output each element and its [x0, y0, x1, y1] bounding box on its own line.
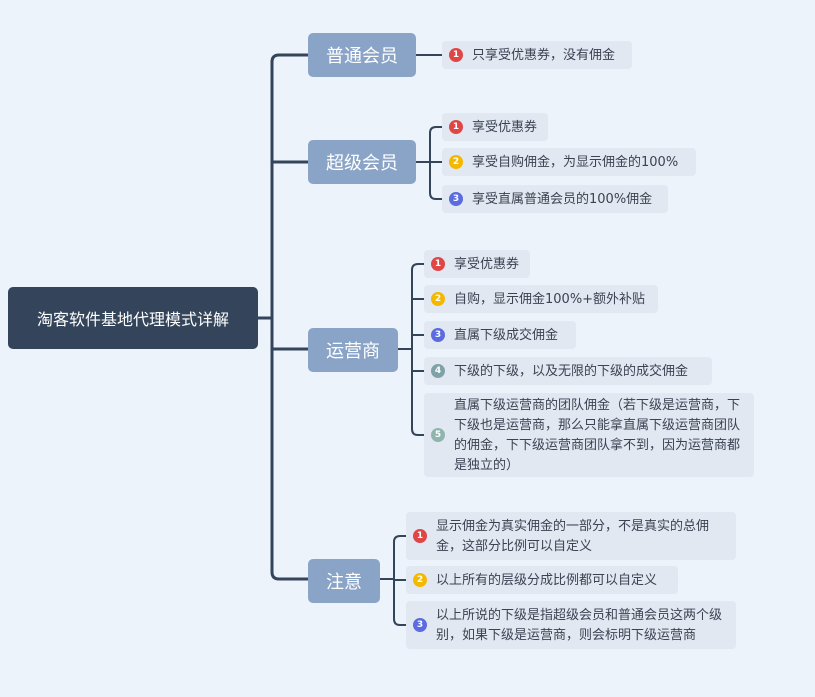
leaf-item[interactable]: 1 显示佣金为真实佣金的一部分，不是真实的总佣金，这部分比例可以自定义 [406, 512, 736, 560]
leaf-text: 以上所说的下级是指超级会员和普通会员这两个级别，如果下级是运营商，则会标明下级运… [436, 608, 723, 643]
leaf-item[interactable]: 2 以上所有的层级分成比例都可以自定义 [406, 566, 678, 594]
branch-super-member[interactable]: 超级会员 [308, 140, 416, 184]
leaf-text: 直属下级成交佣金 [454, 328, 559, 343]
number-1-icon: 1 [431, 257, 445, 271]
branch-operator[interactable]: 运营商 [308, 328, 398, 372]
leaf-text: 享受优惠券 [454, 257, 520, 272]
number-2-icon: 2 [431, 292, 445, 306]
number-4-icon: 4 [431, 364, 445, 378]
number-5-icon: 5 [431, 428, 445, 442]
leaf-item[interactable]: 2 自购，显示佣金100%+额外补贴 [424, 285, 658, 313]
number-3-icon: 3 [431, 328, 445, 342]
branch-label: 运营商 [326, 341, 380, 362]
branch-notes[interactable]: 注意 [308, 559, 380, 603]
leaf-text: 享受自购佣金，为显示佣金的100% [472, 155, 679, 170]
branch-label: 普通会员 [326, 46, 398, 67]
leaf-item[interactable]: 4 下级的下级，以及无限的下级的成交佣金 [424, 357, 712, 385]
leaf-item[interactable]: 5 直属下级运营商的团队佣金（若下级是运营商，下下级也是运营商，那么只能拿直属下… [424, 393, 754, 477]
number-1-icon: 1 [449, 120, 463, 134]
branch-regular-member[interactable]: 普通会员 [308, 33, 416, 77]
leaf-item[interactable]: 3 以上所说的下级是指超级会员和普通会员这两个级别，如果下级是运营商，则会标明下… [406, 601, 736, 649]
leaf-text: 自购，显示佣金100%+额外补贴 [454, 292, 646, 307]
leaf-text: 享受优惠券 [472, 120, 538, 135]
branch-label: 注意 [326, 572, 362, 593]
leaf-item[interactable]: 1 享受优惠券 [442, 113, 548, 141]
leaf-text: 下级的下级，以及无限的下级的成交佣金 [454, 364, 689, 379]
root-label: 淘客软件基地代理模式详解 [36, 310, 229, 329]
branch-label: 超级会员 [326, 153, 398, 174]
number-2-icon: 2 [413, 573, 427, 587]
leaf-item[interactable]: 2 享受自购佣金，为显示佣金的100% [442, 148, 696, 176]
leaf-text: 只享受优惠券，没有佣金 [472, 48, 616, 63]
number-1-icon: 1 [413, 529, 427, 543]
leaf-text: 以上所有的层级分成比例都可以自定义 [436, 573, 658, 588]
number-2-icon: 2 [449, 155, 463, 169]
leaf-item[interactable]: 1 只享受优惠券，没有佣金 [442, 41, 632, 69]
leaf-text: 显示佣金为真实佣金的一部分，不是真实的总佣金，这部分比例可以自定义 [436, 519, 710, 554]
leaf-text: 直属下级运营商的团队佣金（若下级是运营商，下下级也是运营商，那么只能拿直属下级运… [454, 398, 741, 473]
leaf-item[interactable]: 1 享受优惠券 [424, 250, 530, 278]
number-1-icon: 1 [449, 48, 463, 62]
leaf-text: 享受直属普通会员的100%佣金 [472, 192, 653, 207]
number-3-icon: 3 [449, 192, 463, 206]
root-node[interactable]: 淘客软件基地代理模式详解 [8, 287, 258, 349]
leaf-item[interactable]: 3 直属下级成交佣金 [424, 321, 576, 349]
number-3-icon: 3 [413, 618, 427, 632]
leaf-item[interactable]: 3 享受直属普通会员的100%佣金 [442, 185, 668, 213]
